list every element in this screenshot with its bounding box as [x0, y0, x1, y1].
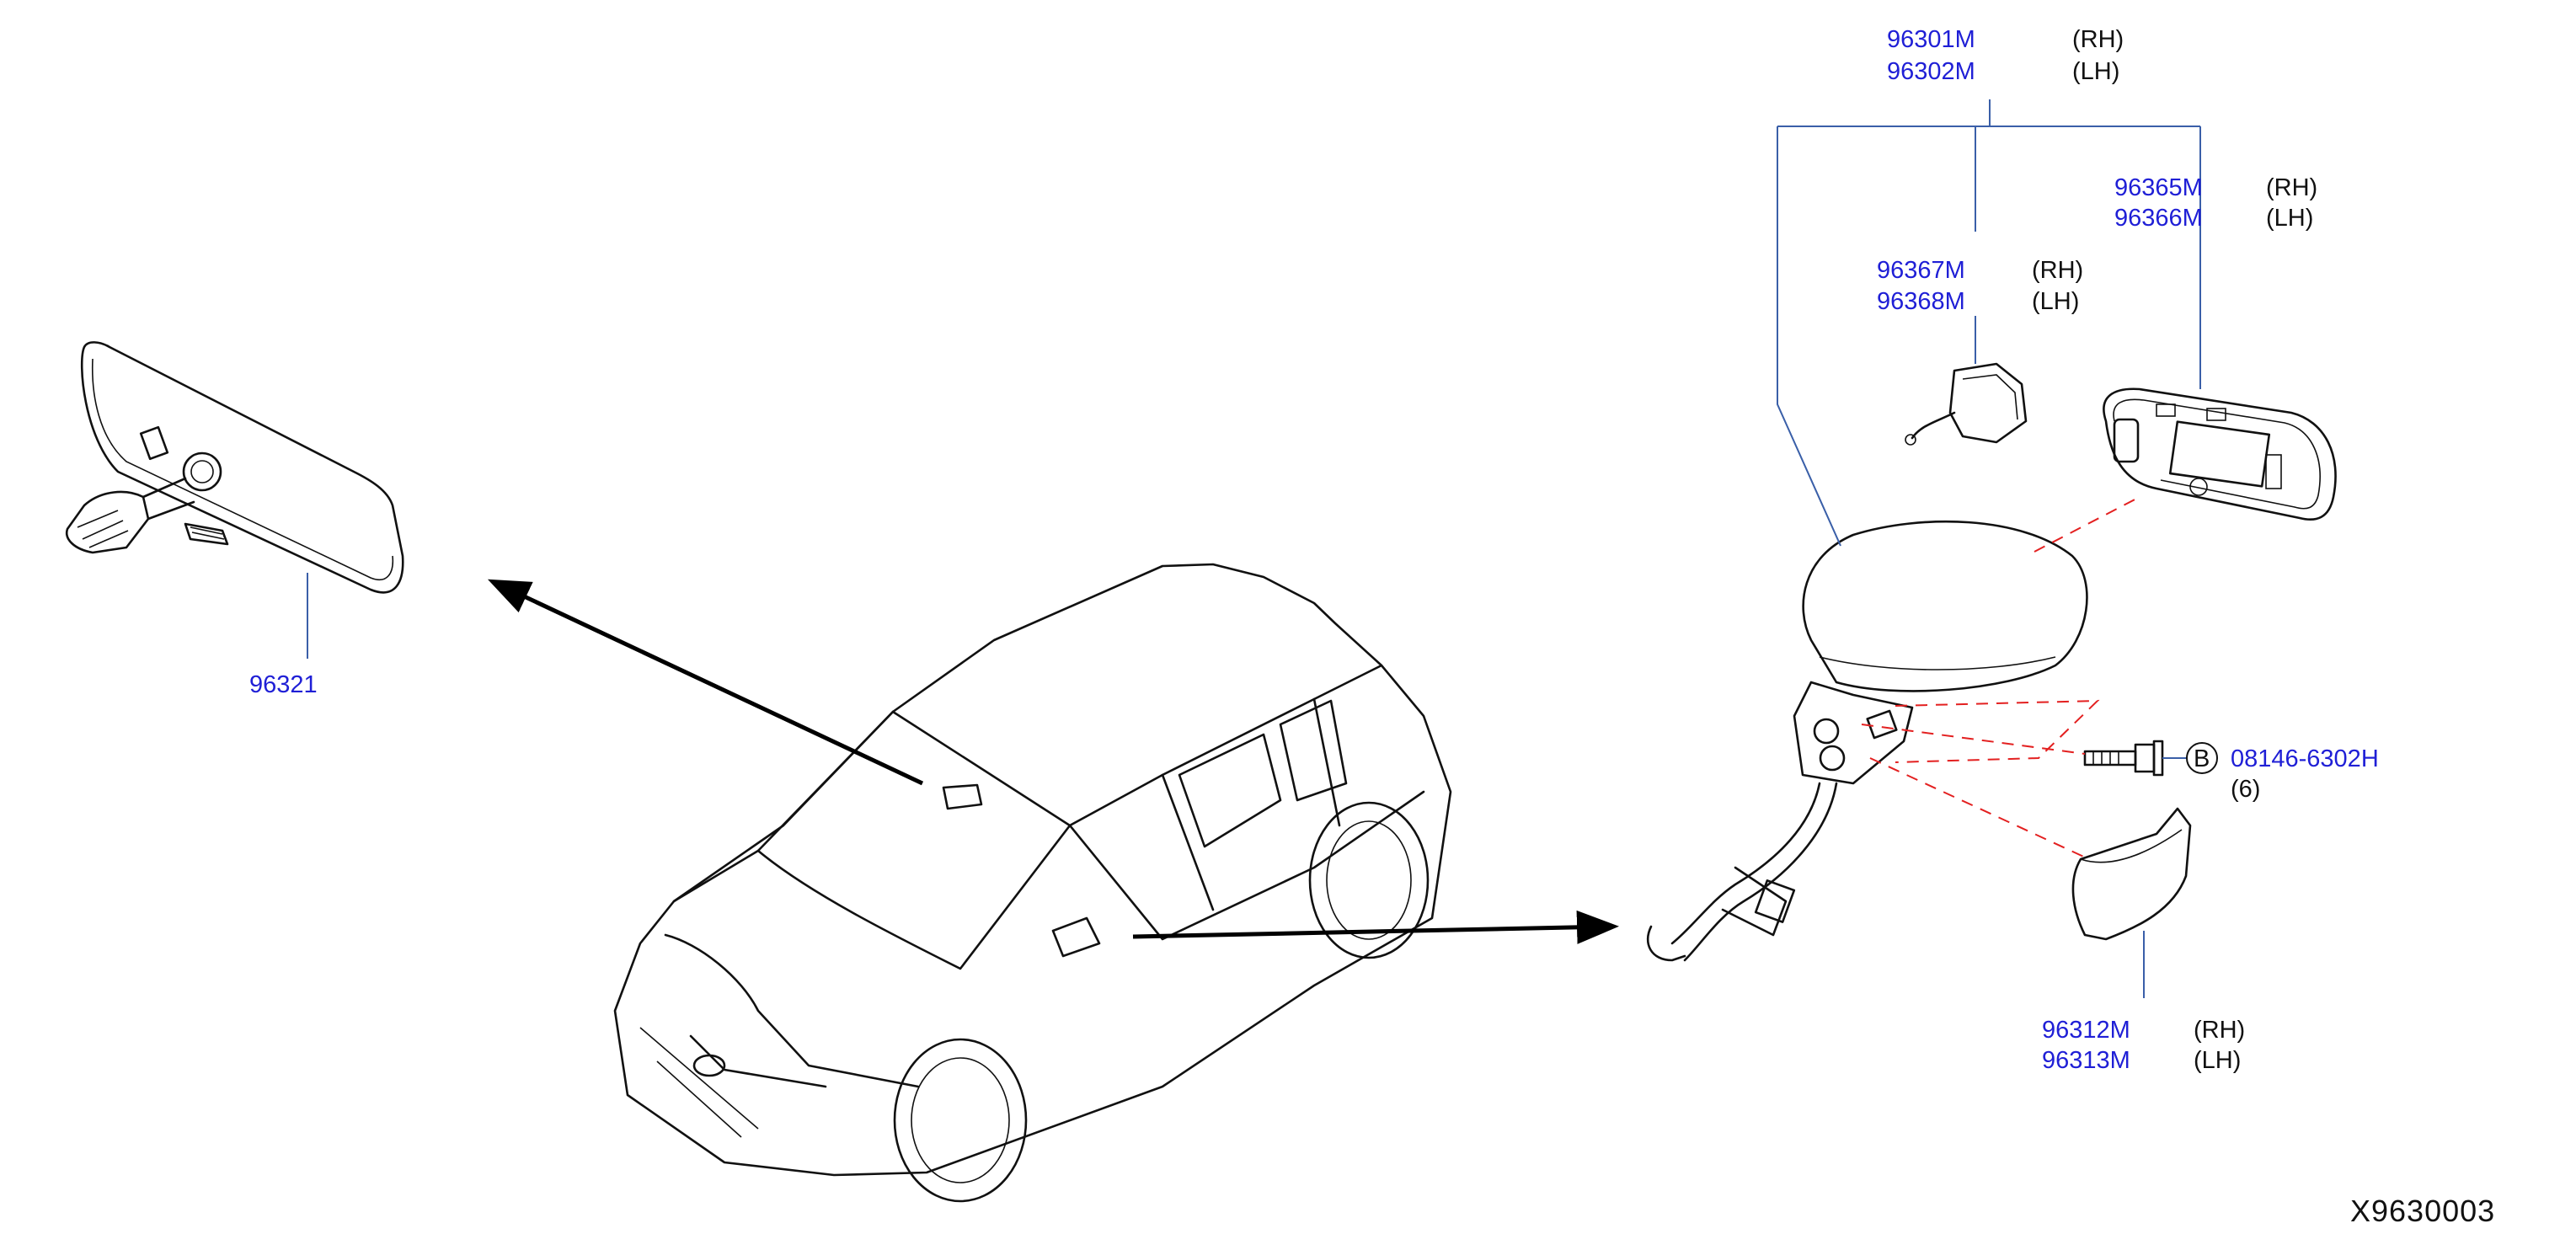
- mirror-cover-drawing[interactable]: [2071, 807, 2192, 941]
- part-96365m[interactable]: 96365M: [2114, 174, 2203, 201]
- arrow-to-inside-mirror: [487, 579, 924, 786]
- side-rh-glass: (RH): [2266, 174, 2317, 201]
- part-96368m[interactable]: 96368M: [1877, 288, 1965, 315]
- inside-mirror-drawing[interactable]: [65, 341, 404, 594]
- callout-b-circle: [2186, 742, 2218, 774]
- part-96321[interactable]: 96321: [249, 671, 318, 698]
- part-96312m[interactable]: 96312M: [2042, 1017, 2130, 1044]
- side-rh-assy: (RH): [2072, 26, 2124, 53]
- part-96301m[interactable]: 96301M: [1887, 26, 1975, 53]
- side-rh-actuator: (RH): [2032, 257, 2083, 284]
- mirror-glass-drawing[interactable]: [2103, 387, 2337, 521]
- actuator-drawing[interactable]: [1905, 362, 2028, 446]
- part-08146-6302h[interactable]: 08146-6302H: [2231, 745, 2379, 772]
- leader-lines: [307, 99, 2201, 998]
- side-lh-cover: (LH): [2194, 1047, 2241, 1074]
- assembly-dashed-lines: [1861, 496, 2140, 860]
- outside-mirror-assembly-drawing[interactable]: [1646, 520, 2088, 962]
- part-96302m[interactable]: 96302M: [1887, 58, 1975, 85]
- callout-b-letter: B: [2194, 745, 2210, 772]
- side-lh-actuator: (LH): [2032, 288, 2079, 315]
- part-96366m[interactable]: 96366M: [2114, 205, 2203, 232]
- side-lh-assy: (LH): [2072, 58, 2119, 85]
- diagram-code: X9630003: [2350, 1194, 2495, 1228]
- part-96313m[interactable]: 96313M: [2042, 1047, 2130, 1074]
- bolt-drawing[interactable]: [2083, 740, 2164, 777]
- car-drawing: [613, 563, 1452, 1203]
- part-96367m[interactable]: 96367M: [1877, 257, 1965, 284]
- arrow-to-outside-mirror: [1132, 910, 1619, 944]
- bolt-qty: (6): [2231, 776, 2260, 803]
- side-lh-glass: (LH): [2266, 205, 2313, 232]
- side-rh-cover: (RH): [2194, 1017, 2245, 1044]
